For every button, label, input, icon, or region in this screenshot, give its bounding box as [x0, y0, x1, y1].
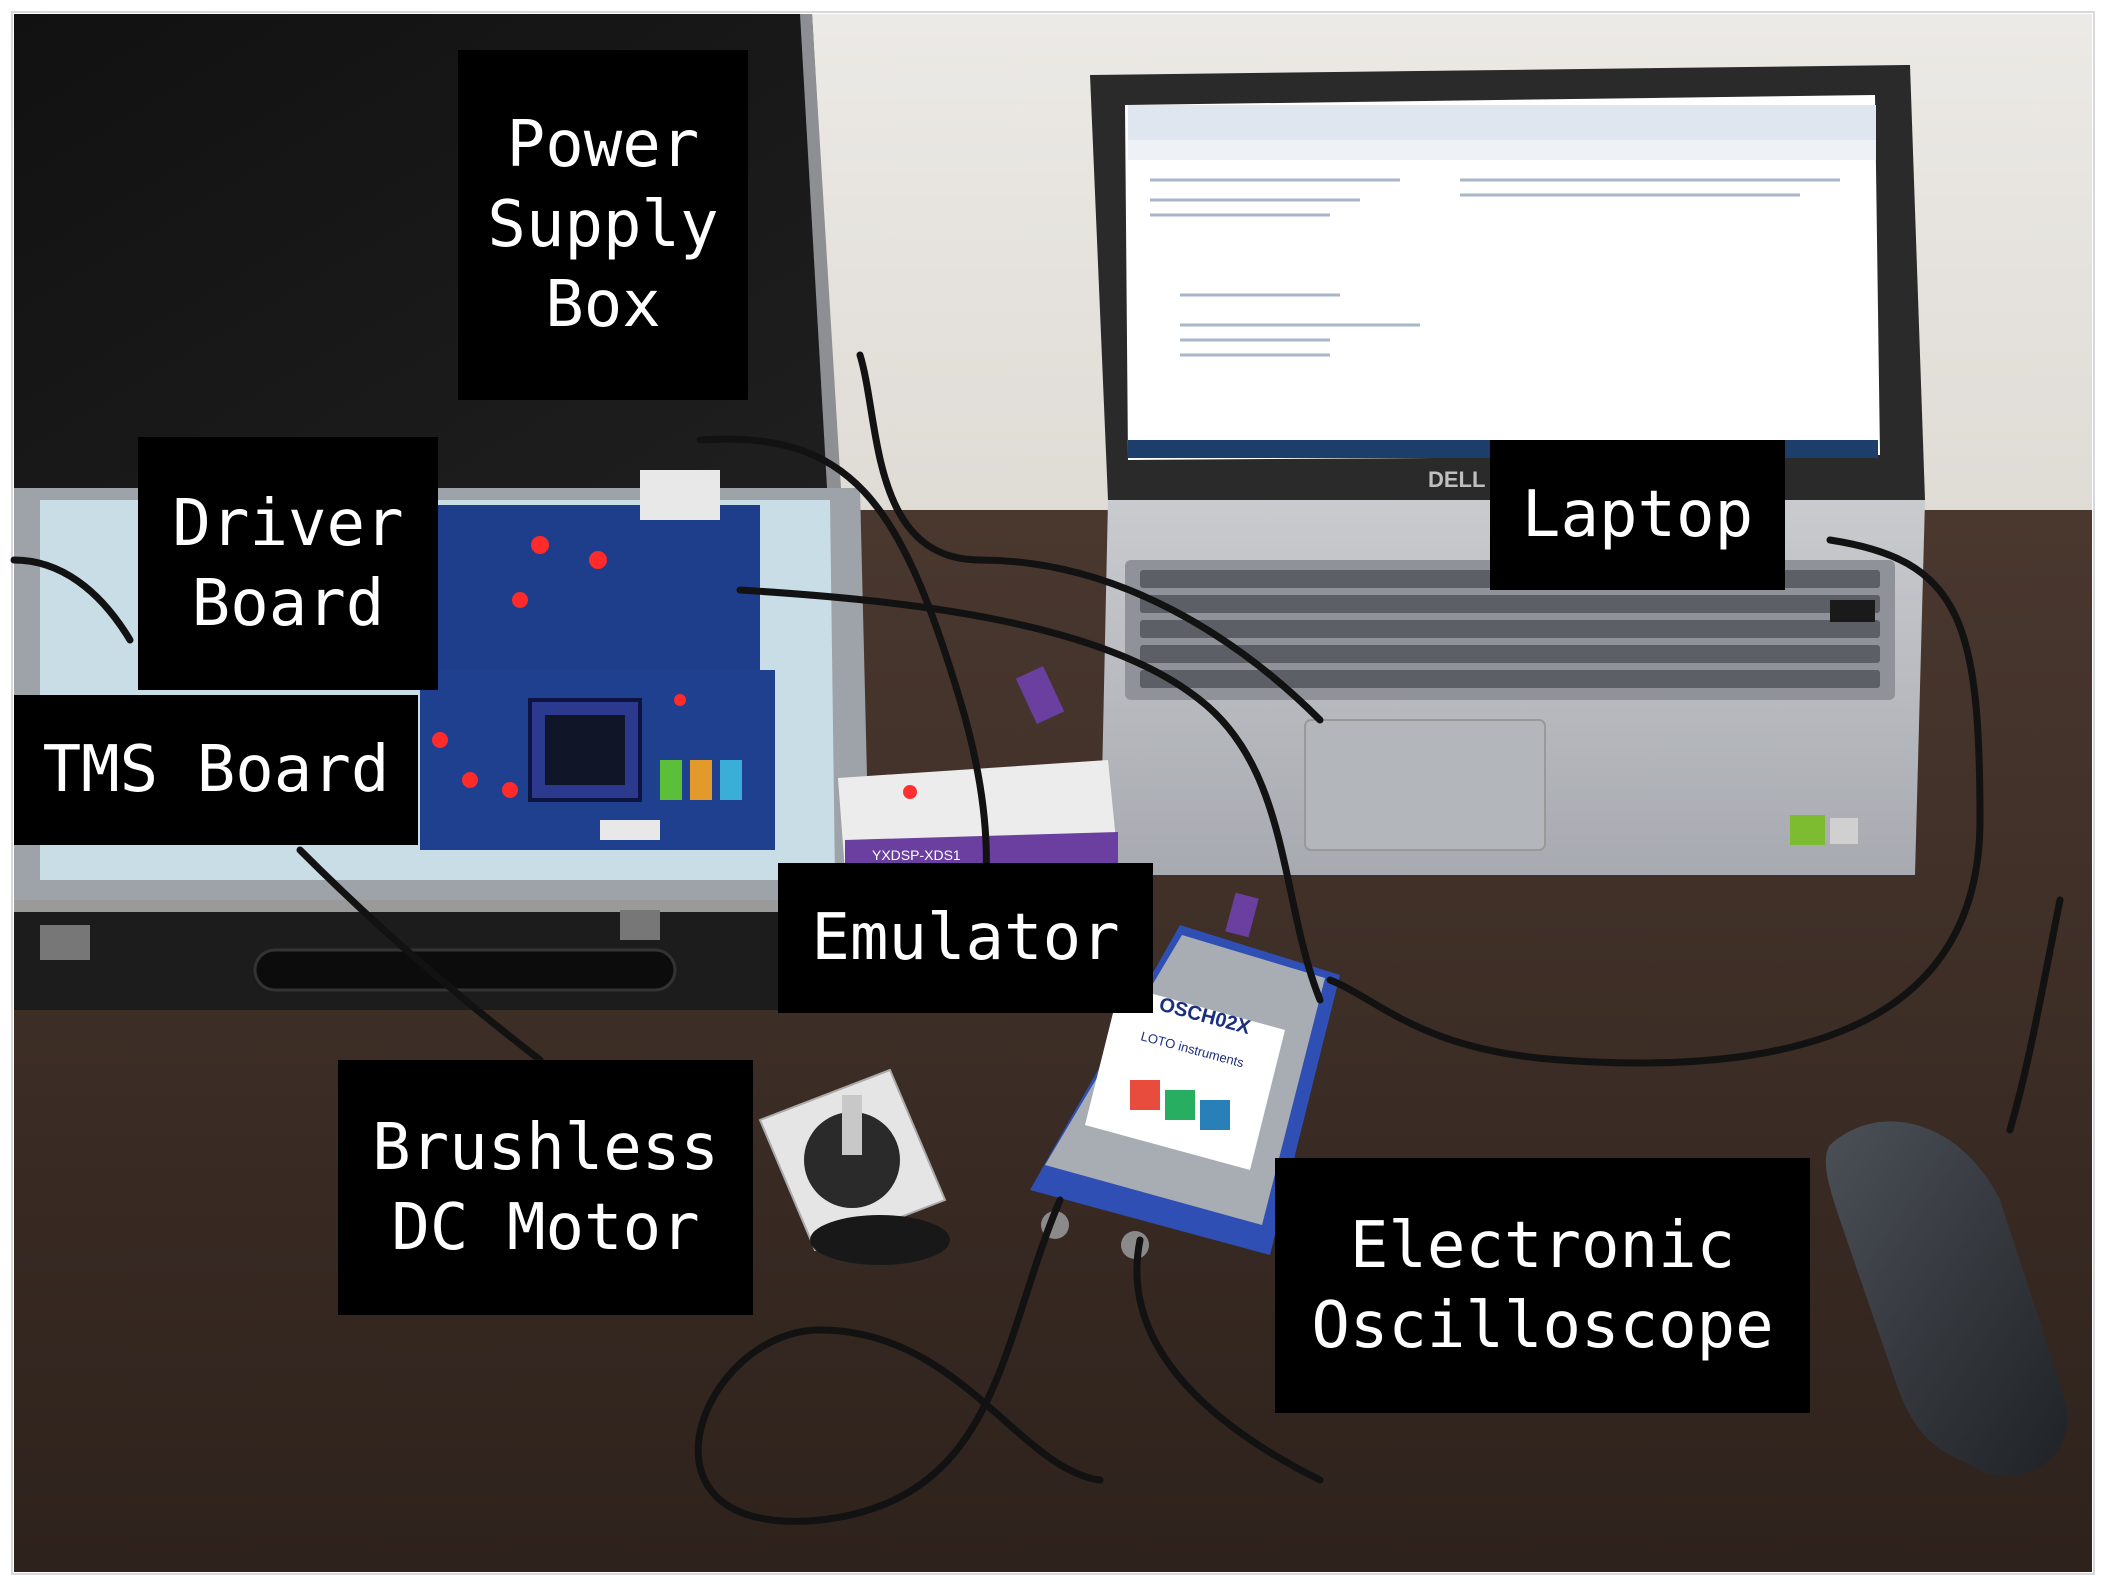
emulator: YXDSP-XDS1: [838, 760, 1118, 872]
cables: [10, 351, 2064, 1525]
tms-board: [420, 670, 775, 850]
label-driver-board: Driver Board: [138, 437, 438, 690]
label-line: Power: [506, 108, 700, 182]
label-line: DC Motor: [391, 1190, 700, 1265]
label-line: Board: [191, 566, 385, 641]
label-laptop: Laptop: [1490, 440, 1785, 590]
mouse: [1825, 1121, 2068, 1477]
electronic-oscilloscope: OSCH02X LOTO instruments: [1030, 925, 1340, 1259]
label-line: Box: [545, 268, 661, 342]
label-emulator: Emulator: [778, 863, 1153, 1013]
label-electronic-oscilloscope: Electronic Oscilloscope: [1275, 1158, 1810, 1413]
brushless-dc-motor: [758, 1068, 950, 1265]
emulator-model-text: YXDSP-XDS1: [872, 847, 961, 863]
label-line: Brushless: [372, 1110, 719, 1185]
laptop-brand-text: DELL: [1428, 467, 1485, 492]
label-line: Laptop: [1521, 478, 1754, 552]
label-line: Electronic: [1349, 1208, 1736, 1283]
label-line: Driver: [172, 486, 404, 561]
label-line: Supply: [487, 188, 719, 262]
usb-plugs: [1015, 600, 1875, 938]
label-line: Oscilloscope: [1311, 1288, 1774, 1363]
driver-board: [430, 470, 760, 680]
label-power-supply-box: Power Supply Box: [458, 50, 748, 400]
label-brushless-dc-motor: Brushless DC Motor: [338, 1060, 753, 1315]
laptop: DELL: [1090, 65, 1925, 875]
label-tms-board: TMS Board: [14, 695, 418, 845]
photo-border: [11, 11, 2095, 1575]
label-line: TMS Board: [42, 733, 390, 807]
label-line: Emulator: [811, 901, 1120, 975]
